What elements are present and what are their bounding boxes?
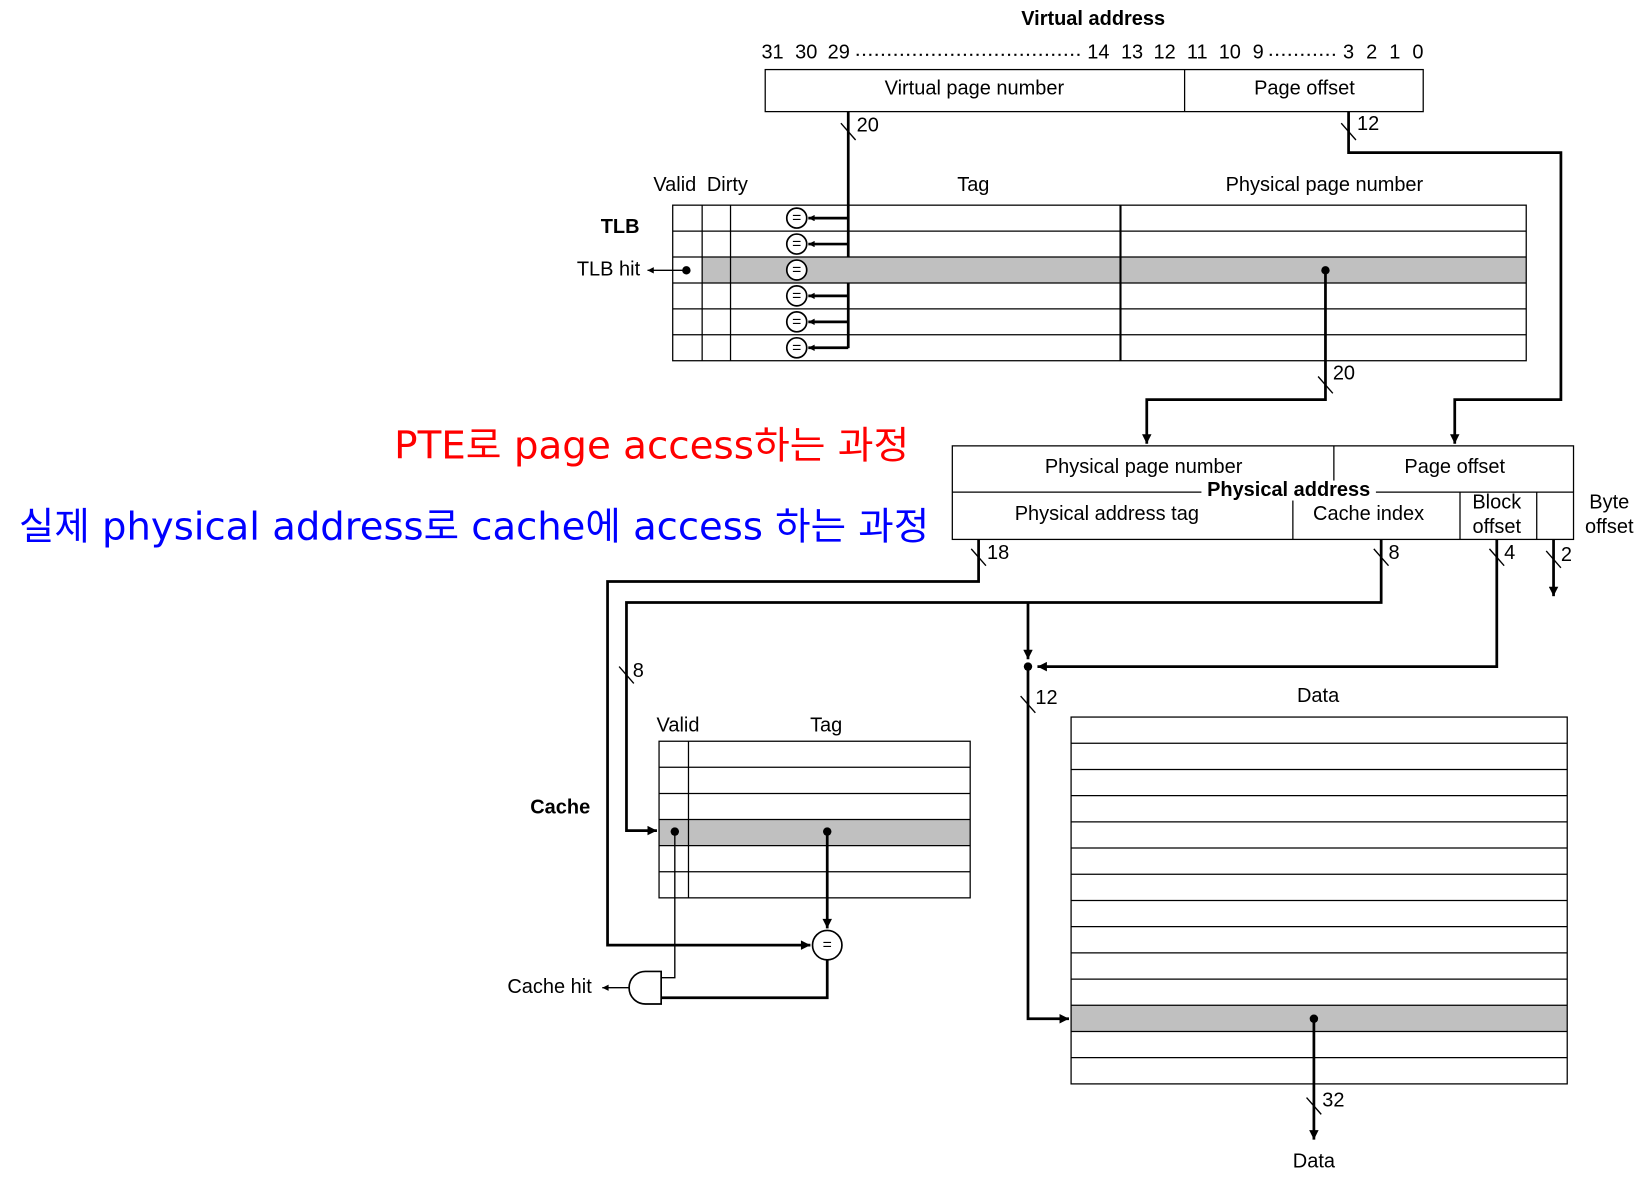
vpn-width-label: 20: [857, 114, 879, 136]
bit-label: 29: [828, 42, 850, 64]
bus-width-slash: [1306, 1097, 1322, 1115]
bus-width-slash: [618, 666, 635, 684]
bus-width-slash: [1340, 122, 1357, 141]
tlb-valid-header: Valid: [653, 174, 696, 196]
physical-address-title: Physical address: [1207, 479, 1370, 501]
tlb-comparator-symbol: =: [792, 313, 801, 330]
cache-tag-header: Tag: [810, 714, 842, 736]
bit-label: 13: [1121, 42, 1143, 64]
tlb-comparators: = = = = = =: [785, 207, 808, 359]
bit-label: 10: [1219, 42, 1241, 64]
tlb-comparator: [785, 259, 808, 281]
offset-width-label: 12: [1357, 113, 1379, 135]
bit-numbers: 31 30 29 14 13 12 11 10 9 3 2 1 0: [761, 42, 1423, 64]
cache-comparator-symbol: =: [823, 937, 832, 954]
tlb-comparator-symbol: =: [792, 236, 801, 253]
page-offset-label: Page offset: [1254, 77, 1355, 99]
virtual-address-title: Virtual address: [1021, 8, 1165, 30]
tlb-comparator-symbol: =: [792, 339, 801, 356]
tlb-comparator: [785, 336, 808, 359]
bit-label: 14: [1087, 42, 1109, 64]
bus-width-slash: [1317, 376, 1334, 394]
bit-label: 30: [795, 42, 817, 64]
and-gate: [628, 970, 662, 1005]
cache: Valid Tag Cache = Cache hit: [507, 714, 971, 1005]
bit-label: 31: [761, 42, 783, 64]
bit-label: 12: [1154, 42, 1176, 64]
page-offset-bus-line: [1347, 111, 1563, 444]
data-selected-row-highlight: [1071, 1005, 1568, 1032]
tlb-tag-header: Tag: [957, 174, 989, 196]
data-index-bus-line: [1026, 666, 1069, 1024]
physical-address-buses: 18 8 8 4 12 2: [606, 539, 1572, 1024]
tag-width-label: 18: [987, 542, 1009, 564]
virtual-address-box: [764, 68, 1424, 113]
bit-label: 11: [1187, 42, 1208, 64]
comparator-to-and-line: [661, 959, 829, 1000]
cache-index-width-label: 8: [633, 660, 644, 682]
tag-bus-line: [606, 539, 980, 950]
block-offset-bus-line: [1037, 539, 1499, 672]
data-index-width-label: 12: [1035, 687, 1057, 709]
index-bus-line: [625, 539, 1383, 836]
bit-label: 0: [1412, 42, 1423, 64]
tlb-comparator: [785, 207, 808, 229]
bus-width-slash: [970, 548, 987, 567]
tlb-comparator-symbol: =: [792, 287, 801, 304]
data-array: Data 32 Data: [1070, 685, 1568, 1173]
pa-tag-label: Physical address tag: [1015, 503, 1199, 525]
pa-page-offset-label: Page offset: [1404, 456, 1505, 478]
tlb: Valid Dirty Tag Physical page number TLB…: [577, 174, 1527, 444]
bit-label: 2: [1366, 42, 1377, 64]
tlb-hit-row-highlight: [702, 256, 1527, 283]
cache-access-annotation: 실제 physical address로 cache에 access 하는 과정: [19, 504, 929, 548]
page-offset-bus: 12: [1340, 111, 1563, 444]
cache-label: Cache: [530, 796, 590, 818]
physical-address-title-backdrop: [1201, 480, 1376, 501]
pa-byte-offset-label: offset: [1585, 516, 1634, 538]
tlb-comparator-symbol: =: [792, 262, 801, 279]
pa-block-offset-label: offset: [1473, 516, 1522, 538]
tlb-hit-label: TLB hit: [577, 258, 641, 280]
tlb-label: TLB: [601, 216, 640, 238]
data-output-width-label: 32: [1322, 1090, 1344, 1112]
byte-width-label: 2: [1561, 544, 1572, 566]
vpn-bus: 20: [808, 111, 879, 351]
data-output-label: Data: [1293, 1151, 1336, 1173]
tlb-comparator: [785, 285, 808, 307]
index-width-label: 8: [1389, 542, 1400, 564]
ppn-width-label: 20: [1333, 362, 1355, 384]
cache-hit-label: Cache hit: [507, 976, 592, 998]
tlb-comparator: [785, 311, 808, 333]
pa-block-offset-label: Block: [1472, 492, 1522, 514]
tlb-dirty-header: Dirty: [707, 174, 748, 196]
physical-address: Physical address Physical page number Pa…: [951, 445, 1634, 541]
data-array-label: Data: [1297, 685, 1340, 707]
bus-width-slash: [840, 122, 857, 141]
tlb-comparator-symbol: =: [792, 210, 801, 227]
virtual-address: Virtual address 31 30 29 14 13 12 11 10 …: [761, 8, 1424, 113]
pa-byte-offset-label: Byte: [1589, 492, 1629, 514]
tlb-comparator: [785, 233, 808, 255]
ppn-bus-line: [1142, 270, 1327, 444]
bit-label: 1: [1389, 42, 1400, 64]
cache-indexed-row-highlight: [659, 819, 971, 846]
pte-annotation: PTE로 page access하는 과정: [394, 423, 909, 467]
bus-width-slash: [1545, 550, 1562, 569]
bit-label: 9: [1253, 42, 1264, 64]
pa-ppn-label: Physical page number: [1045, 456, 1243, 478]
bit-label: 3: [1343, 42, 1354, 64]
virtual-page-number-label: Virtual page number: [885, 77, 1065, 99]
bus-width-slash: [1020, 695, 1036, 714]
tlb-ppn-header: Physical page number: [1226, 174, 1424, 196]
pa-cache-index-label: Cache index: [1313, 503, 1424, 525]
cache-valid-header: Valid: [657, 714, 700, 736]
bus-width-slash: [1373, 548, 1390, 567]
valid-to-and-line: [661, 831, 676, 979]
bus-width-slash: [1488, 548, 1505, 567]
block-width-label: 4: [1504, 542, 1515, 564]
